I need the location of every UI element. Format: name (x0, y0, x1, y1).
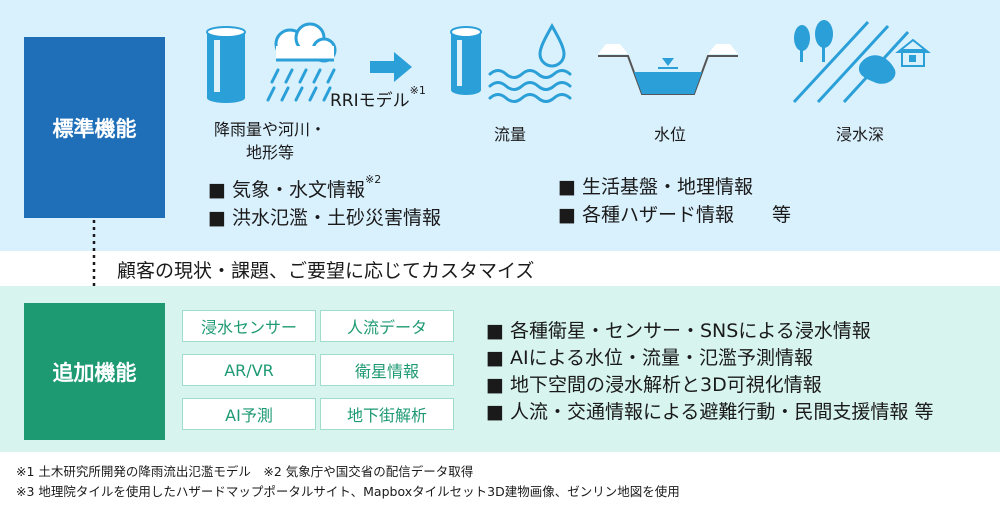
additional-function-title: 追加機能 (24, 303, 165, 440)
water-level-label: 水位 (653, 125, 686, 144)
standard-bullet-infrastructure: ■ 生活基盤・地理情報 (558, 176, 753, 198)
standard-bullet-weather: ■ 気象・水文情報※2 (208, 173, 382, 201)
inundation-depth-icon (792, 20, 931, 104)
tag-flood-sensor: 浸水センサー (182, 310, 316, 342)
additional-panel (0, 286, 1000, 452)
rainfall-terrain-label: 降雨量や河川・ 地形等 (195, 118, 345, 164)
flow-label: 流量 (493, 125, 526, 144)
additional-bullet-underground: ■ 地下空間の浸水解析と3D可視化情報 (486, 374, 822, 396)
additional-bullet-ai: ■ AIによる水位・流量・氾濫予測情報 (486, 347, 814, 369)
tag-satellite: 衛星情報 (320, 354, 454, 386)
tag-ar-vr: AR/VR (182, 354, 316, 386)
tag-ai-prediction: AI予測 (182, 398, 316, 430)
standard-function-title: 標準機能 (24, 37, 165, 218)
footnote-2: ※3 地理院タイルを使用したハザードマップポータルサイト、Mapboxタイルセッ… (16, 484, 680, 499)
tag-people-flow: 人流データ (320, 310, 454, 342)
rri-model-label: RRIモデル※1 (330, 84, 426, 111)
customize-text: 顧客の現状・課題、ご要望に応じてカスタマイズ (117, 260, 535, 282)
right-arrow-icon (370, 52, 412, 82)
standard-panel (0, 0, 1000, 251)
flow-cylinder-icon (450, 26, 482, 95)
rainfall-label-line2: 地形等 (245, 143, 294, 162)
additional-bullet-satellite: ■ 各種衛星・センサー・SNSによる浸水情報 (486, 320, 871, 342)
tag-underground-analysis: 地下街解析 (320, 398, 454, 430)
standard-bullet-flood: ■ 洪水氾濫・土砂災害情報 (208, 207, 441, 229)
additional-bullet-evacuation: ■ 人流・交通情報による避難行動・民間支援情報 等 (486, 401, 934, 423)
rain-cloud-icon (266, 22, 337, 102)
water-cylinder-icon (206, 26, 246, 103)
standard-bullet-hazard: ■ 各種ハザード情報 等 (558, 204, 791, 226)
water-level-channel-icon (598, 44, 738, 95)
footnote-1: ※1 土木研究所開発の降雨流出氾濫モデル ※2 気象庁や国交省の配信データ取得 (16, 464, 474, 479)
inundation-depth-label: 浸水深 (835, 125, 884, 144)
rainfall-label-line1: 降雨量や河川・ (213, 120, 326, 139)
water-drop-waves-icon (488, 22, 572, 103)
